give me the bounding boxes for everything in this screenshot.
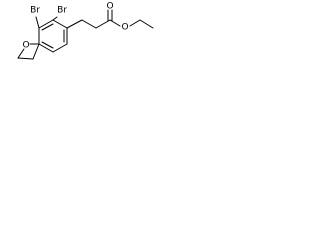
bonds	[17, 9, 154, 60]
bond-ch2-ch2	[17, 57, 34, 60]
bond-c-o-ester	[109, 19, 121, 27]
atom-o-ring: O	[22, 41, 29, 51]
bond-ring-inner-1	[41, 23, 54, 31]
bond-ring-inner-3	[41, 41, 54, 49]
bond-ring-5	[38, 43, 54, 53]
bond-ch2-aryl	[32, 43, 40, 60]
bond-c-br1	[35, 16, 40, 29]
bond-ethyl	[139, 19, 154, 29]
bond-chain-1	[66, 19, 83, 29]
bond-ring-2	[52, 19, 68, 29]
bond-chain-2	[81, 19, 97, 29]
atom-o-ester: O	[121, 23, 128, 33]
bond-ring-4	[52, 43, 68, 53]
bond-o-ch2	[17, 48, 25, 59]
atom-br-right: Br	[57, 6, 67, 16]
bond-ring-1	[38, 19, 54, 29]
bond-c-br2	[52, 16, 58, 21]
atom-br-left: Br	[30, 6, 40, 16]
bond-o-ethyl	[129, 19, 141, 27]
atom-labels: Br Br O O O	[22, 2, 128, 51]
chemical-structure: Br Br O O O	[17, 2, 154, 60]
atom-o-carbonyl: O	[106, 2, 113, 12]
